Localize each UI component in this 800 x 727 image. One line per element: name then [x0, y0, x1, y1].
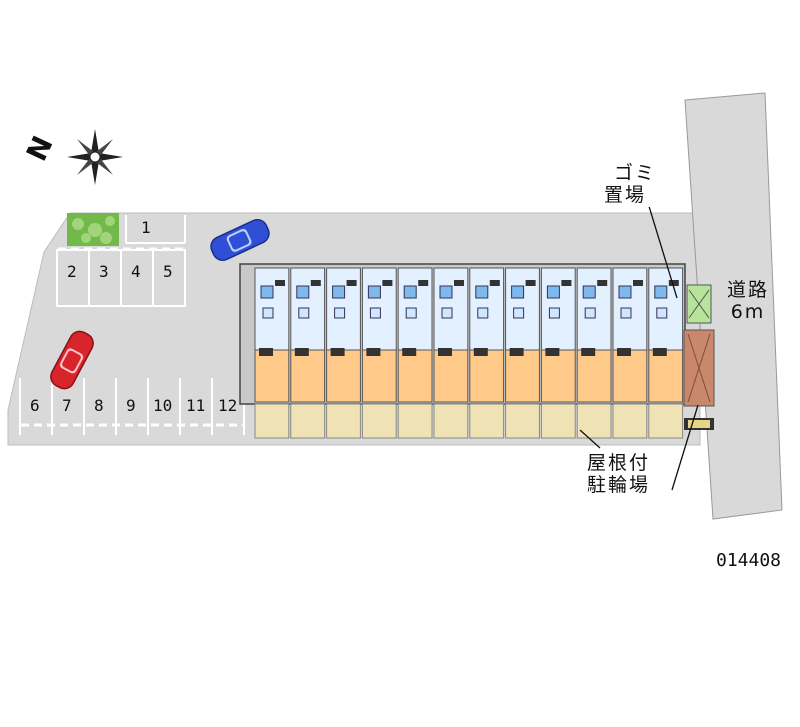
bike-bay	[254, 403, 290, 439]
car-red	[50, 330, 94, 390]
bike-bay	[648, 403, 684, 439]
unit	[397, 267, 433, 403]
stall-label: 2	[67, 262, 77, 281]
leader-lines	[579, 202, 699, 491]
trash-area	[686, 284, 712, 324]
stall-label: 8	[94, 396, 104, 415]
bike-bay	[397, 403, 433, 439]
bike-bay	[290, 403, 326, 439]
stall-label: 1	[141, 218, 151, 237]
stall-label: 12	[218, 396, 238, 415]
unit	[290, 267, 326, 403]
stall-label: 9	[126, 396, 136, 415]
bike-bay	[433, 403, 469, 439]
unit	[361, 267, 397, 403]
unit	[469, 267, 505, 403]
shrubs	[72, 216, 115, 244]
unit	[648, 267, 684, 403]
bike-bay	[326, 403, 361, 439]
car-blue	[210, 218, 270, 262]
bike-bay	[612, 403, 648, 439]
trash-label: ゴミ 置場	[602, 161, 659, 207]
unit	[576, 267, 612, 403]
bike-shelter	[254, 403, 684, 439]
unit	[505, 267, 540, 403]
stall-label: 5	[163, 262, 173, 281]
bike-bay	[361, 403, 397, 439]
stall-label: 7	[62, 396, 72, 415]
bike-bay	[505, 403, 540, 439]
stall-label: 6	[30, 396, 40, 415]
unit	[433, 267, 469, 403]
stall-label: 3	[99, 262, 109, 281]
road-label: 道路 6m	[727, 279, 770, 323]
bike-bay	[469, 403, 505, 439]
compass-rose	[67, 129, 123, 185]
unit	[326, 267, 361, 403]
unit	[612, 267, 648, 403]
stall-label: 11	[186, 396, 206, 415]
apartment-units	[254, 267, 684, 403]
stall-label: 4	[131, 262, 141, 281]
plot-number: 014408	[716, 550, 782, 571]
unit	[254, 267, 290, 403]
bike-shelter-label: 屋根付 駐輪場	[585, 451, 653, 497]
unit	[540, 267, 576, 403]
stall-label: 10	[153, 396, 173, 415]
bike-bay	[540, 403, 576, 439]
